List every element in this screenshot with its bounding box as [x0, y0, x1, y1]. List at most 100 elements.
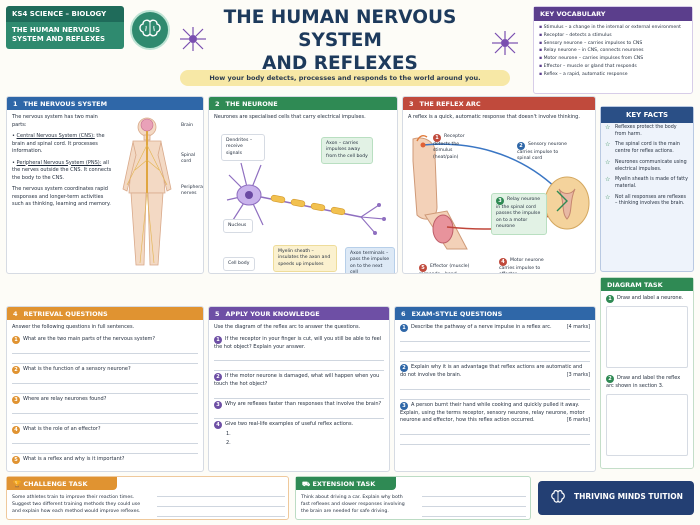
key-vocabulary-panel: KEY VOCABULARY Stimulus – a change in th… [533, 6, 693, 94]
answer-line[interactable] [214, 363, 384, 371]
drawing-area-neurone[interactable] [606, 306, 688, 368]
vocab-item: Stimulus – a change in the internal or e… [539, 24, 687, 32]
brand-name: THRIVING MINDS TUITION [574, 492, 683, 501]
answer-line[interactable] [157, 499, 285, 507]
answer-line[interactable] [214, 391, 384, 399]
answer-line[interactable] [400, 392, 590, 400]
task-text: Draw and label the reflex arc shown in s… [606, 375, 681, 389]
answer-line[interactable] [157, 489, 285, 497]
question-number: 1 [12, 335, 20, 344]
vocab-item: Receptor – detects a stimulus [539, 32, 687, 40]
section-number: 6 [401, 310, 406, 318]
answer-line[interactable] [400, 334, 590, 342]
extension-task-panel: ⛟ EXTENSION TASK Think about driving a c… [295, 476, 531, 520]
step-4-text: Motor neurone carries impulse to effecto… [499, 258, 544, 273]
answer-line[interactable] [422, 509, 526, 517]
question-number: 1 [400, 324, 408, 332]
cns-paragraph: • Central Nervous System (CNS): the brai… [12, 133, 105, 154]
key-facts-heading: KEY FACTS [601, 107, 693, 123]
body-outline-icon [122, 117, 172, 266]
question-number: 5 [12, 455, 20, 464]
question-text: Give two real-life examples of useful re… [225, 420, 354, 427]
answer-line[interactable] [422, 489, 526, 497]
answer-line[interactable] [12, 416, 198, 424]
answer-line[interactable] [214, 353, 384, 361]
answer-line[interactable] [400, 382, 590, 390]
step-3-badge: 3 [496, 197, 504, 205]
vocab-item: Effector – muscle or gland that responds [539, 63, 687, 71]
answer-line[interactable] [400, 427, 590, 435]
answer-line[interactable] [12, 466, 198, 472]
key-fact: Myelin sheath is made of fatty material. [601, 175, 693, 192]
extension-heading: EXTENSION TASK [312, 480, 376, 488]
diagram-task-header: DIAGRAM TASK [601, 278, 693, 291]
vocab-heading: KEY VOCABULARY [534, 7, 692, 21]
key-fact: Reflexes protect the body from harm. [601, 123, 693, 140]
question-text: A person burnt their hand while cooking … [400, 401, 585, 424]
car-icon: ⛟ [302, 480, 313, 488]
extension-header: ⛟ EXTENSION TASK [296, 477, 396, 490]
answer-line[interactable] [12, 386, 198, 394]
answer-line[interactable] [12, 346, 198, 354]
answer-line[interactable] [400, 437, 590, 445]
sub-answer[interactable]: 1. [214, 431, 384, 439]
callout-dendrites: Dendrites – receive signals [221, 134, 265, 162]
diagram-task-heading: DIAGRAM TASK [607, 281, 663, 289]
instructions-text: Use the diagram of the reflex arc to ans… [214, 324, 361, 330]
answer-line[interactable] [157, 509, 285, 517]
step-4-badge: 4 [499, 258, 507, 266]
subject-label: KS4 SCIENCE – BIOLOGY [6, 6, 124, 22]
answer-line[interactable] [12, 376, 198, 384]
answer-line[interactable] [422, 499, 526, 507]
section-number: 2 [215, 100, 220, 108]
step-2-badge: 2 [517, 142, 525, 150]
callout-axon: Axon – carries impulses away from the ce… [321, 137, 373, 165]
question-text: What are the two main parts of the nervo… [23, 335, 156, 342]
outro-text: The nervous system coordinates rapid res… [12, 186, 111, 207]
answer-line[interactable] [12, 406, 198, 414]
brand-brain-icon [551, 490, 565, 503]
key-facts-panel: KEY FACTS Reflexes protect the body from… [600, 106, 694, 272]
answer-line[interactable] [12, 446, 198, 454]
callout-cell-body: Cell body [223, 257, 255, 272]
answer-line[interactable] [400, 354, 590, 362]
sub-answer[interactable]: 2. [214, 440, 384, 448]
vocab-list: Stimulus – a change in the internal or e… [534, 21, 692, 82]
neurone-diagram-icon [226, 162, 386, 235]
label-spinal-cord: Spinal cord [181, 153, 196, 165]
callout-nucleus: Nucleus [223, 219, 253, 234]
neuron-decoration-left-icon [178, 24, 208, 58]
answer-line[interactable] [214, 411, 384, 419]
callout-axon-terminals: Axon terminals – pass the impulse on to … [345, 247, 395, 273]
pns-text: all the nerves outside the CNS. It conne… [12, 159, 112, 181]
question-number: 3 [214, 400, 222, 409]
intro-text: The nervous system has two main parts: [12, 114, 98, 128]
extension-answer-area[interactable] [422, 489, 526, 519]
drawing-area-reflex-arc[interactable] [606, 393, 688, 456]
neuron-decoration-right-icon [490, 28, 520, 62]
reflex-arc-diagram-icon [412, 134, 590, 250]
instructions-text: Answer the following questions in full s… [12, 324, 135, 330]
section-heading: THE NERVOUS SYSTEM [23, 100, 108, 108]
marks-label: [3 marks] [566, 373, 590, 378]
pns-paragraph: • Peripheral Nervous System (PNS): all t… [12, 159, 112, 181]
answer-line[interactable] [400, 344, 590, 352]
challenge-answer-area[interactable] [157, 489, 285, 519]
answer-line[interactable] [12, 356, 198, 364]
answer-line[interactable] [12, 436, 198, 444]
